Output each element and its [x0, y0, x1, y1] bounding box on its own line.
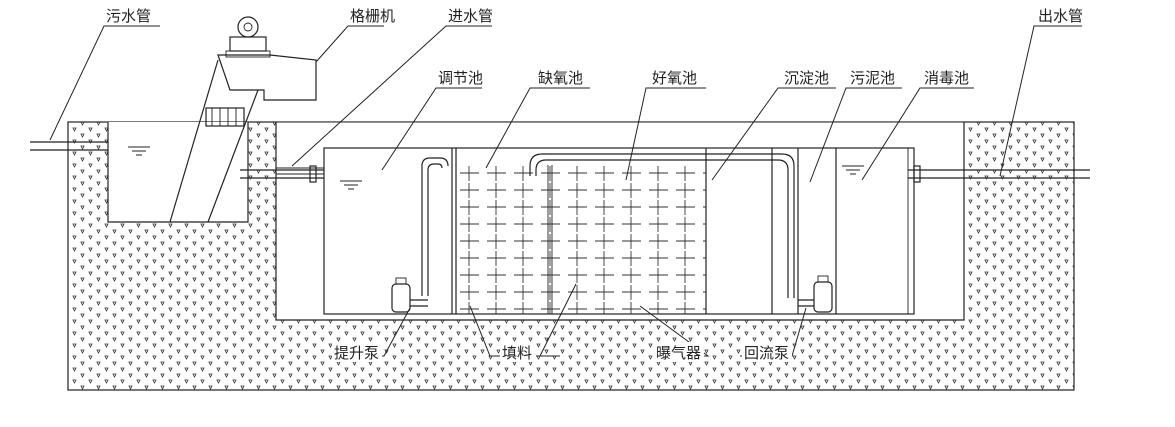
label-sedimentation-tank: 沉淀池: [784, 69, 829, 87]
label-anoxic-tank: 缺氧池: [538, 69, 583, 87]
label-outlet-pipe: 出水管: [1038, 7, 1083, 25]
label-lift-pump: 提升泵: [334, 344, 379, 362]
label-return-pump: 回流泵: [744, 344, 789, 362]
label-inlet-pipe: 进水管: [448, 7, 493, 25]
label-grille-machine: 格栅机: [350, 7, 395, 25]
label-filler: 填料: [502, 344, 532, 362]
leader-lines: [49, 25, 1082, 357]
pipes: [30, 141, 1090, 298]
water-level-icon: [128, 146, 864, 190]
label-aerobic-tank: 好氧池: [652, 69, 697, 87]
submersible-pump-icon: [391, 275, 833, 313]
screen-machine-icon: [169, 16, 317, 223]
label-aerator: 曝气器: [656, 344, 701, 362]
label-disinfection-tank: 消毒池: [924, 69, 969, 87]
filler-media: [456, 165, 706, 314]
label-sewage-pipe: 污水管: [106, 7, 151, 25]
labels: 污水管 格栅机 进水管 出水管 调节池 缺氧池 好氧池 沉淀池 污泥池 消毒池 …: [106, 7, 1083, 362]
pipe-flange-icon: [309, 165, 317, 183]
label-regulating-tank: 调节池: [438, 69, 483, 87]
label-sludge-tank: 污泥池: [850, 69, 895, 87]
